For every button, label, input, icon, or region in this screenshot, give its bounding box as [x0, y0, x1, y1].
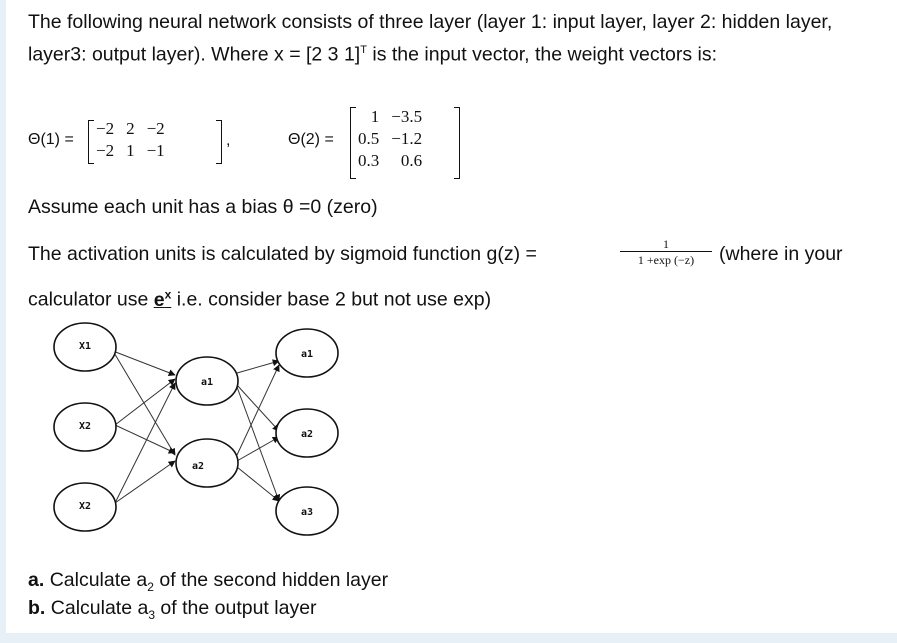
- matrix-cell: 1: [126, 141, 135, 160]
- sigmoid-fraction: 1 1 +exp (−z): [620, 237, 712, 268]
- edge: [114, 382, 176, 504]
- fraction-numerator: 1: [663, 237, 669, 251]
- input-node-label: X2: [79, 501, 91, 512]
- matrix-cell: −1: [146, 141, 165, 160]
- input-node-label: X2: [79, 421, 91, 432]
- edge: [236, 359, 280, 374]
- e-power-x: ex: [153, 287, 172, 311]
- question-text: Calculate a: [49, 569, 148, 591]
- fraction-denominator: 1 +exp (−z): [637, 253, 695, 267]
- edge: [236, 386, 281, 502]
- hidden-to-output-edges: [236, 359, 281, 502]
- activation-line2: calculator use ex i.e. consider base 2 b…: [28, 280, 491, 314]
- line2-text-a: calculator use: [28, 288, 154, 311]
- edge: [236, 466, 280, 502]
- question-b: b. Calculate a3 of the output layer: [28, 597, 317, 622]
- theta1-right-bracket: [216, 120, 222, 164]
- input-node: [53, 482, 117, 532]
- question-subscript: 3: [148, 607, 156, 622]
- activation-line1: The activation units is calculated by si…: [28, 240, 537, 268]
- theta2-row: 1 −3.5: [352, 106, 428, 128]
- hidden-node: [175, 356, 239, 406]
- matrix-cell: 2: [126, 119, 135, 138]
- edge: [112, 350, 176, 376]
- matrix-cell: 0.6: [400, 151, 423, 170]
- intro-text-after: is the input vector, the weight vectors …: [366, 43, 718, 66]
- hidden-node-label: a2: [192, 461, 204, 472]
- e-base: e: [153, 288, 165, 311]
- question-text: Calculate a: [50, 597, 149, 619]
- matrix-cell: 1: [370, 107, 380, 126]
- input-node: [53, 322, 117, 372]
- matrix-cell: −3.5: [391, 107, 423, 126]
- question-a: a. Calculate a2 of the second hidden lay…: [28, 569, 388, 594]
- activation-suffix: (where in your: [719, 243, 843, 265]
- intro-text: The following neural network consists of…: [28, 11, 833, 66]
- theta1-row: −2 1 −1: [90, 140, 171, 162]
- bottom-frame-strip: [0, 633, 897, 643]
- hidden-node: [175, 438, 239, 488]
- output-node: [275, 486, 339, 536]
- question-letter: b.: [28, 597, 46, 619]
- edge: [236, 436, 280, 462]
- output-node-label: a3: [301, 507, 313, 518]
- matrix-cell: −1.2: [391, 129, 423, 148]
- edge: [114, 424, 176, 454]
- intro-paragraph: The following neural network consists of…: [28, 8, 868, 69]
- neural-network-diagram: X1 X2 X2 a1 a2 a1 a2 a3: [53, 322, 339, 536]
- matrix-cell: −2: [146, 119, 165, 138]
- theta2-left-bracket: [350, 107, 356, 179]
- edge: [114, 378, 176, 426]
- matrix-cell: 0.5: [358, 129, 380, 148]
- theta2-right-bracket: [454, 107, 460, 179]
- input-node-label: X1: [79, 341, 91, 352]
- edge: [236, 384, 280, 432]
- matrix-cell: −2: [96, 141, 115, 160]
- question-subscript: 2: [147, 579, 154, 594]
- matrix-cell: −2: [96, 119, 115, 138]
- theta1-label: Θ(1) =: [28, 131, 74, 148]
- left-frame-strip: [0, 0, 6, 643]
- matrix-cell: 0.3: [358, 151, 380, 170]
- activation-prefix: The activation units is calculated by si…: [28, 243, 537, 265]
- input-to-hidden-edges: [112, 350, 176, 504]
- theta1-matrix: −2 2 −2 −2 1 −1: [90, 118, 171, 162]
- fraction-bar: [620, 251, 712, 252]
- line2-text-b: i.e. consider base 2 but not use exp): [171, 288, 492, 311]
- output-node-label: a2: [301, 429, 313, 440]
- theta1-left-bracket: [88, 120, 94, 164]
- edge: [114, 460, 176, 504]
- hidden-node-label: a1: [201, 377, 213, 388]
- output-node-label: a1: [301, 349, 313, 360]
- theta2-row: 0.3 0.6: [352, 150, 428, 172]
- question-letter: a.: [28, 569, 45, 591]
- question-text-post: of the output layer: [155, 597, 317, 619]
- theta2-label: Θ(2) =: [288, 131, 334, 148]
- x-superscript: x: [164, 287, 172, 301]
- theta1-row: −2 2 −2: [90, 118, 171, 140]
- theta1-comma: ,: [226, 132, 231, 149]
- question-text-post: of the second hidden layer: [153, 569, 389, 591]
- edge: [236, 364, 280, 456]
- theta2-row: 0.5 −1.2: [352, 128, 428, 150]
- output-node: [275, 328, 339, 378]
- bias-statement: Assume each unit has a bias θ =0 (zero): [28, 196, 378, 218]
- theta2-matrix: 1 −3.5 0.5 −1.2 0.3 0.6: [352, 106, 428, 172]
- input-node: [53, 402, 117, 452]
- output-node: [275, 408, 339, 458]
- transpose-superscript: T: [360, 44, 367, 56]
